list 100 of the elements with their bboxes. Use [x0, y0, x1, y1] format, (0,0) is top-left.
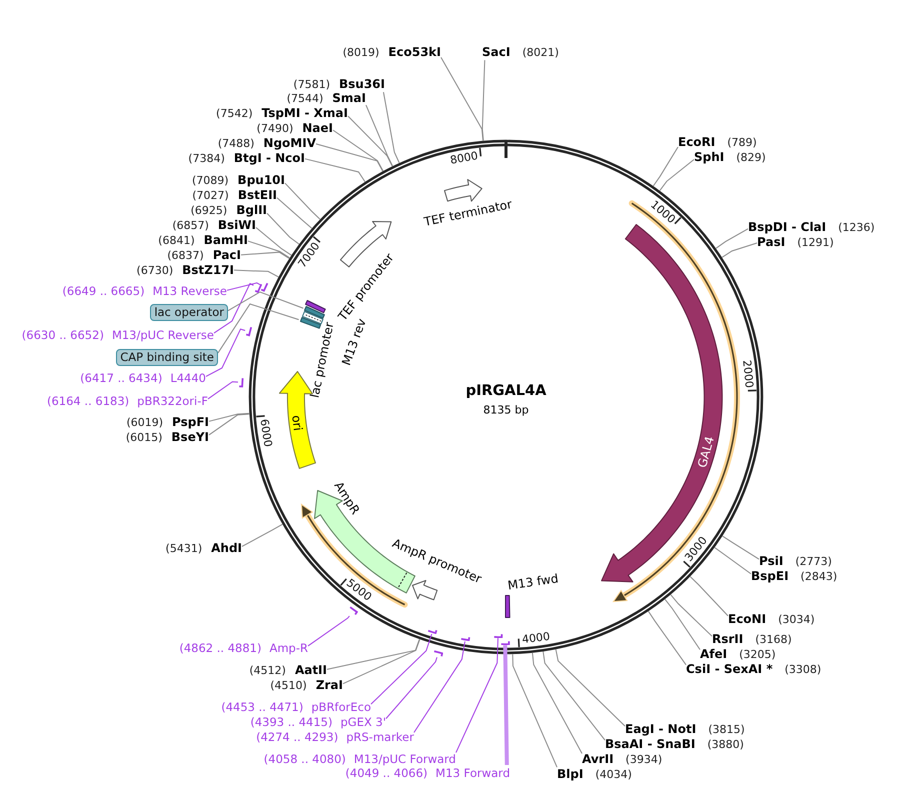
- leader-line: [332, 130, 384, 172]
- enzyme-name: SacI: [482, 45, 510, 60]
- site-position: (3815): [708, 722, 745, 738]
- site-position: (3308): [784, 662, 822, 678]
- enzyme-name: EcoRI: [678, 135, 716, 150]
- feature-label: ori: [289, 414, 305, 432]
- site-position: (3034): [778, 612, 815, 628]
- tick-label: 6000: [257, 418, 274, 448]
- site-position: (4034): [595, 767, 632, 782]
- leader-line: [722, 536, 760, 560]
- site-position: (7544): [286, 91, 324, 106]
- leader-line: [386, 656, 438, 720]
- feature-block: [600, 222, 724, 584]
- site-position: (6841): [158, 233, 195, 248]
- leader-line: [304, 158, 366, 182]
- site-position: (6857): [172, 218, 209, 234]
- plasmid-length: 8135 bp: [483, 404, 529, 416]
- site-position: (5431): [166, 541, 202, 556]
- feature-label: TEF terminator: [422, 196, 514, 229]
- site-position: (1291): [797, 235, 834, 250]
- primer-mark: [238, 376, 244, 388]
- site-position: (6019): [126, 415, 164, 430]
- primer-mark: [260, 282, 269, 292]
- enzyme-name: PasI: [757, 235, 786, 250]
- leader-line: [370, 633, 432, 705]
- primer-name: pBRforEco: [311, 700, 371, 716]
- enzyme-name: AatII: [294, 663, 327, 678]
- site-position: (6730): [136, 263, 174, 278]
- enzyme-name: ZraI: [316, 678, 343, 694]
- site-position: (3934): [626, 752, 662, 768]
- enzyme-name: AvrII: [582, 752, 614, 768]
- leader-line: [456, 638, 498, 754]
- tick-label: 2000: [740, 359, 756, 388]
- enzyme-name: BglII: [236, 203, 267, 218]
- primer-position: (6649 .. 6665): [62, 284, 145, 300]
- site-position: (6925): [190, 203, 228, 218]
- leader-line: [208, 414, 250, 436]
- enzyme-name: SmaI: [332, 91, 366, 106]
- primer-position: (6630 .. 6652): [22, 328, 104, 344]
- leader-line: [664, 598, 700, 650]
- leader-line: [440, 56, 484, 142]
- leader-line: [214, 282, 254, 334]
- leader-line: [208, 381, 238, 400]
- site-position: (3880): [707, 737, 744, 752]
- primer-position: (6417 .. 6434): [80, 371, 162, 386]
- feature-label: M13 fwd: [506, 571, 560, 593]
- enzyme-name: BlpI: [557, 767, 584, 782]
- site-position: (7581): [293, 77, 330, 92]
- site-position: (3168): [755, 632, 792, 648]
- site-position: (7384): [188, 151, 225, 166]
- enzyme-name: AhdI: [211, 541, 242, 556]
- tick-label: 4000: [520, 630, 550, 646]
- leader-line: [348, 116, 393, 167]
- primer-name: M13/pUC Reverse: [112, 328, 214, 344]
- enzyme-name: SphI: [694, 150, 724, 166]
- enzyme-name: EcoNI: [728, 612, 766, 628]
- feature-label: GAL4: [694, 434, 717, 470]
- leader-line: [482, 60, 486, 142]
- feature-label: lac promoter: [308, 320, 336, 399]
- enzyme-name: PacI: [212, 248, 241, 264]
- site-position: (2773): [795, 554, 832, 570]
- enzyme-name: NaeI: [302, 121, 333, 136]
- primer-mark: [500, 640, 510, 646]
- leader-line: [256, 227, 292, 256]
- enzyme-name: EagI - NotI: [625, 722, 696, 738]
- leader-line: [218, 303, 300, 354]
- primer-name: M13/pUC Forward: [354, 752, 456, 768]
- enzyme-name: BamHI: [204, 233, 248, 248]
- leader-line: [652, 146, 678, 187]
- leader-line: [240, 252, 290, 259]
- leader-line: [308, 616, 350, 646]
- leader-line: [316, 143, 384, 172]
- primer-name: pGEX 3': [340, 715, 386, 730]
- primer-name: M13 Forward: [436, 766, 510, 782]
- primer-mark: [427, 628, 438, 634]
- site-position: (7488): [218, 136, 254, 152]
- leader-line: [228, 291, 304, 312]
- leader-line: [659, 158, 694, 192]
- leader-line: [716, 228, 748, 249]
- enzyme-name: BtgI - NcoI: [234, 151, 305, 166]
- leader-line: [248, 240, 290, 258]
- enzyme-name: Bpu10I: [238, 173, 285, 188]
- leader-line: [342, 638, 420, 684]
- feature-bar: [303, 305, 326, 320]
- enzyme-name: BsiWI: [218, 218, 256, 234]
- site-position: (7542): [216, 106, 253, 122]
- site-position: (789): [727, 135, 757, 150]
- leader-line: [276, 197, 312, 229]
- leader-line: [366, 104, 394, 167]
- leader-line: [542, 651, 606, 741]
- site-position: (2843): [800, 569, 838, 584]
- site-position: (4510): [270, 678, 307, 694]
- site-position: (1236): [838, 220, 875, 236]
- site-position: (829): [736, 150, 766, 166]
- leader-line: [226, 282, 261, 291]
- primer-position: (4274 .. 4293): [256, 730, 338, 746]
- leader-line: [206, 328, 246, 377]
- leader-line: [555, 648, 626, 727]
- primer-mark: [432, 650, 444, 658]
- site-position: (6015): [126, 430, 162, 446]
